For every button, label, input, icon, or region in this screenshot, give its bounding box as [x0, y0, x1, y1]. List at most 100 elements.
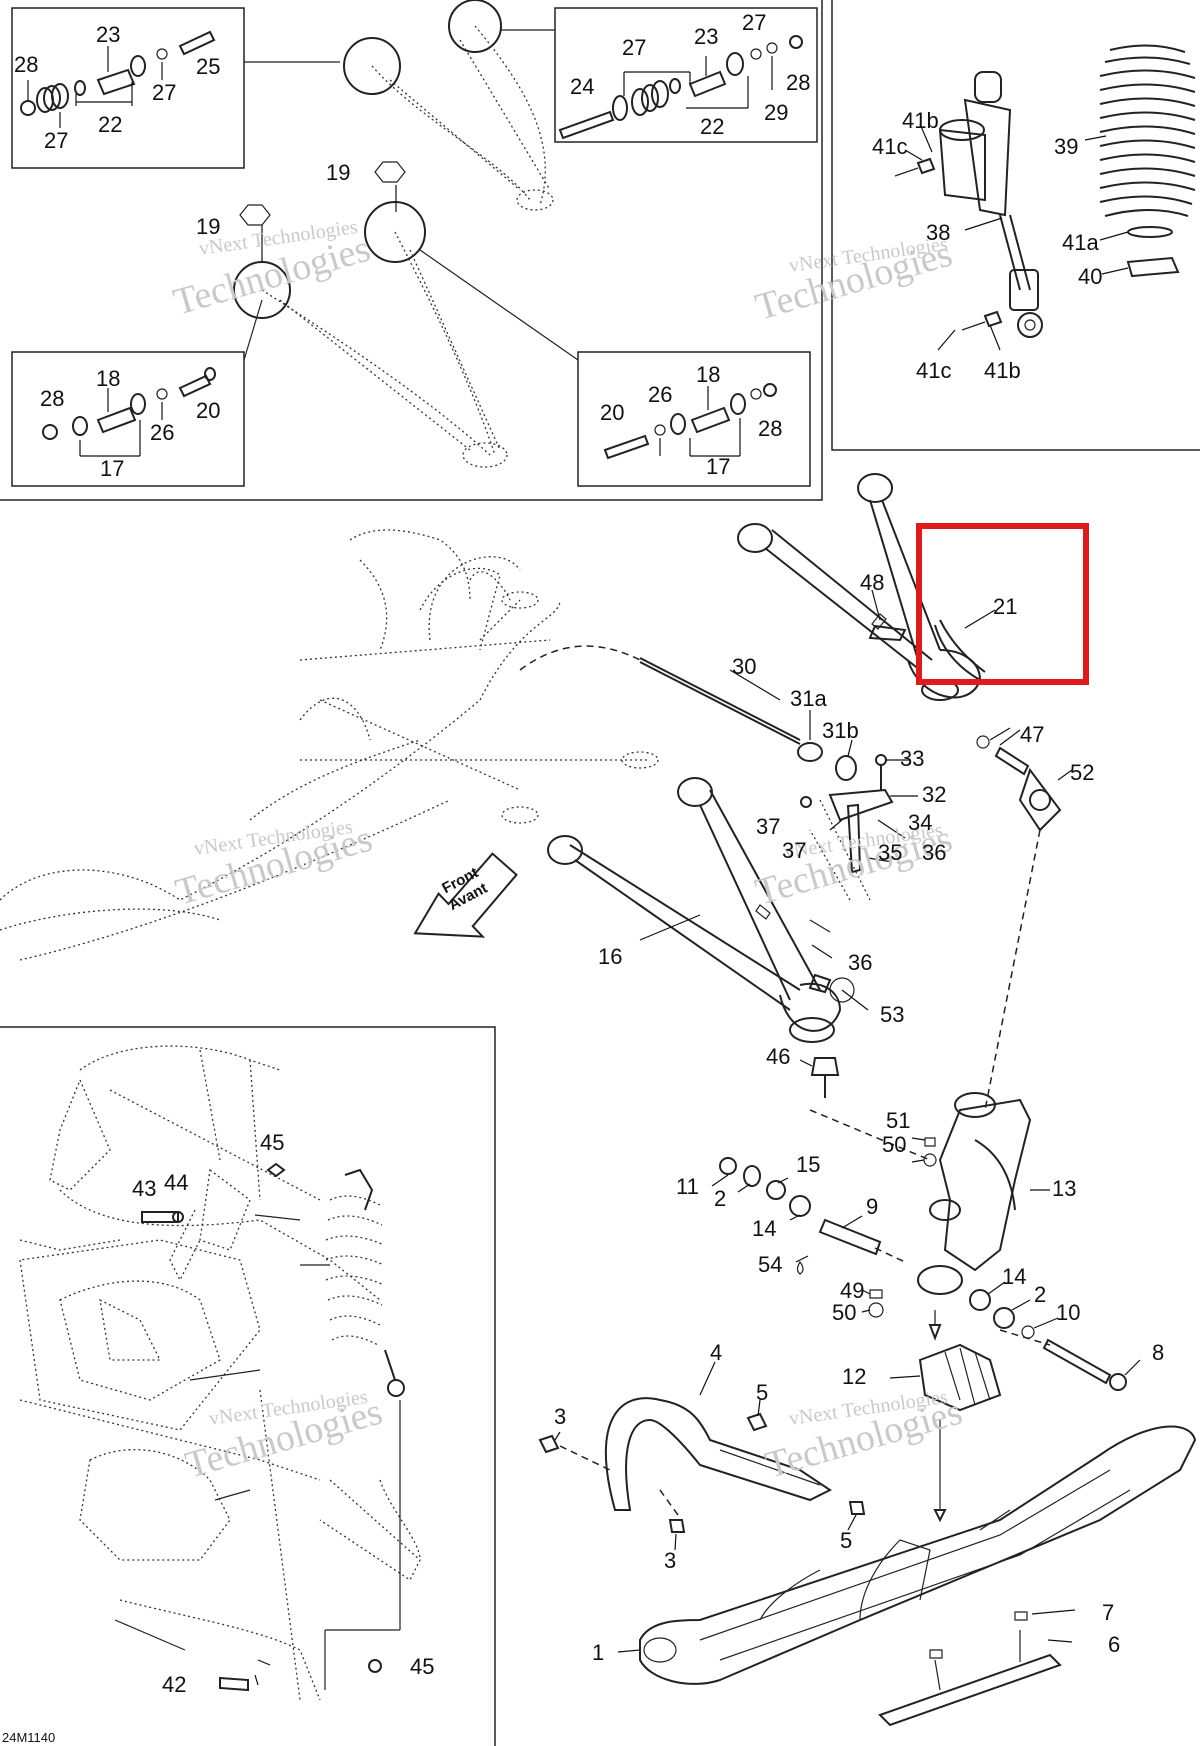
callout-39: 39	[1054, 134, 1078, 159]
callout-29: 29	[764, 100, 788, 125]
callout-5: 5	[840, 1528, 852, 1553]
callout-35: 35	[878, 840, 902, 865]
callout-41c: 41c	[916, 358, 951, 383]
callout-49: 49	[840, 1278, 864, 1303]
callout-45: 45	[260, 1130, 284, 1155]
callout-3: 3	[554, 1404, 566, 1429]
bushing-stack-1	[20, 30, 216, 128]
callout-31a: 31a	[790, 686, 827, 711]
callout-27: 27	[742, 10, 766, 35]
callout-labels: 28 23 27 25 27 22 27 23 27 24 28 29 22 1…	[14, 10, 1164, 1697]
callout-5: 5	[756, 1380, 768, 1405]
callout-45: 45	[410, 1654, 434, 1679]
shock-spring	[1084, 44, 1196, 278]
callout-34: 34	[908, 810, 932, 835]
upper-a-arm	[737, 473, 1073, 832]
callout-15: 15	[796, 1152, 820, 1177]
ski-runner	[878, 1609, 1076, 1727]
callout-40: 40	[1078, 264, 1102, 289]
callout-17: 17	[100, 456, 124, 481]
callout-1: 1	[592, 1640, 604, 1665]
callout-28: 28	[758, 416, 782, 441]
callout-11: 11	[676, 1174, 699, 1199]
spindle-lower-nut	[861, 1289, 884, 1318]
callout-17: 17	[706, 454, 730, 479]
callout-10: 10	[1056, 1300, 1080, 1325]
tie-rod	[519, 645, 857, 781]
callout-25: 25	[196, 54, 220, 79]
ski-handle	[538, 1361, 866, 1551]
callout-26: 26	[648, 382, 672, 407]
callout-21: 21	[993, 594, 1017, 619]
callout-28: 28	[40, 386, 64, 411]
callout-18: 18	[96, 366, 120, 391]
callout-14: 14	[1002, 1264, 1026, 1289]
callout-13: 13	[1052, 1176, 1076, 1201]
bushing-stack-3	[42, 367, 216, 457]
ski-pad	[889, 1310, 1002, 1523]
callout-2: 2	[714, 1186, 726, 1211]
highlight-box	[916, 523, 1089, 685]
callout-31b: 31b	[822, 718, 859, 743]
callout-26: 26	[150, 420, 174, 445]
ski	[617, 1425, 1197, 1685]
callout-18: 18	[696, 362, 720, 387]
callout-23: 23	[694, 24, 718, 49]
spindle-bolt-set	[969, 1281, 1141, 1391]
front-direction-arrow	[413, 852, 518, 938]
lower-a-arm	[547, 777, 869, 1098]
callout-36: 36	[848, 950, 872, 975]
callout-50: 50	[832, 1300, 856, 1325]
callout-8: 8	[1152, 1340, 1164, 1365]
suspension-assembly-dotted	[0, 529, 659, 961]
callout-41a: 41a	[1062, 230, 1099, 255]
bushing-stack-2	[558, 35, 803, 140]
callout-42: 42	[162, 1672, 186, 1697]
callout-27: 27	[152, 80, 176, 105]
callout-46: 46	[766, 1044, 790, 1069]
bushing-stack-4	[603, 383, 777, 460]
callout-22: 22	[98, 112, 122, 137]
callout-27: 27	[44, 128, 68, 153]
callout-53: 53	[880, 1002, 904, 1027]
chassis-inset	[19, 1045, 421, 1701]
callout-20: 20	[600, 400, 624, 425]
callout-37: 37	[756, 814, 780, 839]
inset-box-lower-left	[11, 351, 245, 487]
callout-12: 12	[842, 1364, 866, 1389]
callout-23: 23	[96, 22, 120, 47]
diagram-id: 24M1140	[2, 1730, 55, 1745]
callout-41b: 41b	[902, 108, 939, 133]
callout-41b: 41b	[984, 358, 1021, 383]
upper-a-arm-top	[343, 0, 554, 211]
callout-43: 43	[132, 1176, 156, 1201]
callout-41c: 41c	[872, 134, 907, 159]
callout-7: 7	[1102, 1600, 1114, 1625]
callout-33: 33	[900, 746, 924, 771]
callout-48: 48	[860, 570, 884, 595]
callout-9: 9	[866, 1194, 878, 1219]
inset-box-lower-right	[577, 351, 811, 487]
callout-47: 47	[1020, 722, 1044, 747]
spindle	[809, 829, 1050, 1295]
callout-22: 22	[700, 114, 724, 139]
callout-2: 2	[1034, 1282, 1046, 1307]
callout-50: 50	[882, 1132, 906, 1157]
callout-37: 37	[782, 838, 806, 863]
callout-27: 27	[622, 35, 646, 60]
callout-3: 3	[664, 1548, 676, 1573]
callout-28: 28	[786, 70, 810, 95]
callout-36: 36	[922, 840, 946, 865]
callout-52: 52	[1070, 760, 1094, 785]
callout-19: 19	[196, 214, 220, 239]
callout-51: 51	[886, 1108, 910, 1133]
lower-a-arm-top	[233, 161, 508, 468]
callout-30: 30	[732, 654, 756, 679]
callout-16: 16	[598, 944, 622, 969]
steering-arm	[800, 754, 918, 933]
callout-4: 4	[710, 1340, 722, 1365]
spindle-hardware	[711, 1157, 906, 1275]
callout-54: 54	[758, 1252, 782, 1277]
callout-38: 38	[926, 220, 950, 245]
